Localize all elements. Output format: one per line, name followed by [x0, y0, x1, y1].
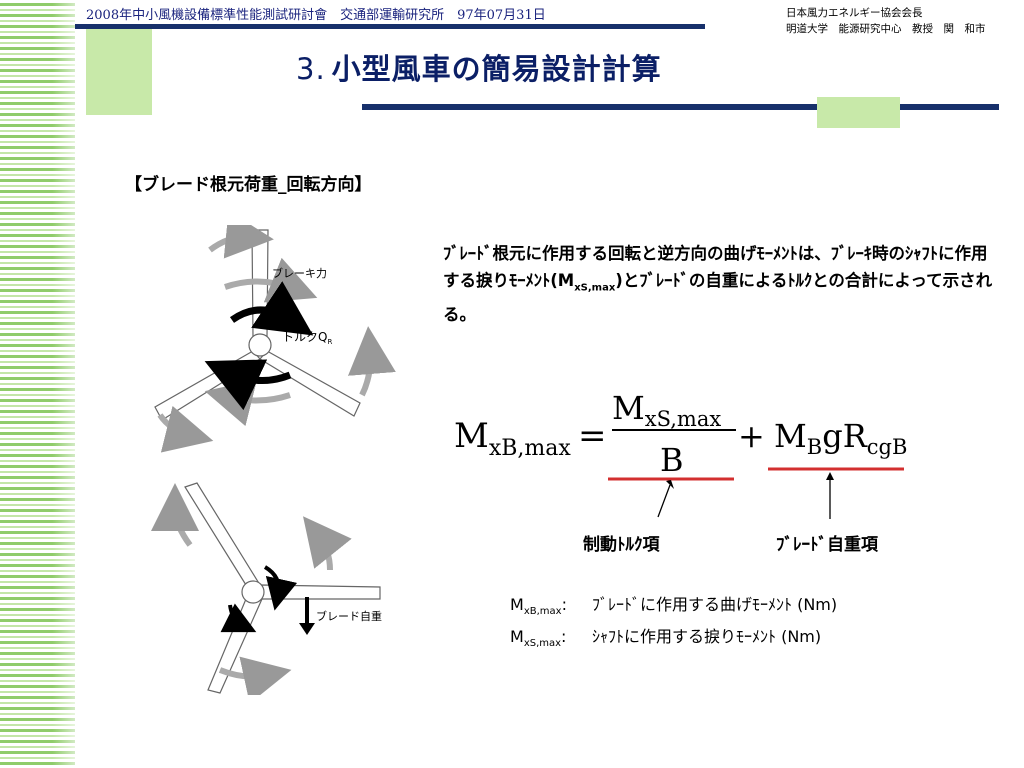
section-heading: 【ブレード根元荷重_回転方向】 [125, 175, 372, 195]
bottom-rotor [184, 482, 381, 694]
top-blade-left [154, 350, 261, 421]
rotation-arrow-icon [218, 656, 292, 695]
header-author-line1: 日本風力エネルギー協会会長 [786, 7, 923, 19]
weight-arrow-head-icon [299, 623, 315, 635]
top-rotor [154, 229, 361, 421]
header-author-line2: 明道大学 能源研究中心 教授 関 和市 [786, 23, 986, 35]
formula-lhs: MxB,max [454, 416, 571, 461]
header-event-info: 2008年中小風機設備標準性能測試研討會 交通部運輸研究所 97年07月31日 [86, 8, 546, 23]
torque-arrow-icon [220, 603, 257, 633]
rotation-arrow-icon [151, 483, 200, 547]
formula-numerator: MxS,max [612, 389, 721, 431]
brake-term-label: 制動ﾄﾙｸ項 [583, 535, 660, 555]
rotation-arrow-icon [208, 225, 274, 259]
formula-denominator: B [660, 441, 684, 479]
description-text: ﾌﾞﾚｰﾄﾞ根元に作用する回転と逆方向の曲げﾓｰﾒﾝﾄは、ﾌﾞﾚｰｷ時のｼｬﾌﾄ… [443, 240, 1003, 328]
legend-symbol: MxS,max: [510, 627, 567, 650]
top-hub [248, 333, 272, 357]
bottom-blade-up [184, 482, 262, 586]
brake-force-label: ブレーキ力 [272, 266, 327, 280]
desc-part1: ﾌﾞﾚｰﾄﾞ根元に作用する回転と逆方向の曲げﾓｰﾒﾝﾄは、ﾌﾞﾚｰｷ時のｼｬﾌﾄ… [443, 244, 988, 290]
desc-part2: )とﾌﾞﾚｰﾄﾞの自重によるﾄﾙｸとの合計によって示される。 [443, 271, 993, 325]
torque-arrow-icon [263, 565, 298, 611]
title-rule [362, 104, 999, 110]
pointer-arrow-icon [826, 472, 834, 480]
weight-term-label: ﾌﾞﾚｰﾄﾞ自重項 [776, 535, 878, 555]
term2-r-sub: cgB [867, 435, 908, 459]
legend-text: ﾌﾞﾚｰﾄﾞに作用する曲げﾓｰﾒﾝﾄ (Nm) [592, 595, 838, 614]
torque-arrow-icon [229, 281, 314, 336]
torque-label-main: トルクQ [282, 330, 327, 344]
torque-label-sub: R [327, 338, 332, 346]
torque-label: トルクQR [282, 330, 332, 346]
slide-title: 3.小型風車の簡易設計計算 [296, 46, 662, 88]
pointer-arrow-icon [666, 480, 674, 489]
term2-r: R [843, 417, 868, 455]
legend-symbol: MxB,max: [510, 595, 567, 618]
symbol-legend: MxB,max: ﾌﾞﾚｰﾄﾞに作用する曲げﾓｰﾒﾝﾄ (Nm) MxS,max:… [510, 592, 837, 656]
rotation-arrow-icon [303, 516, 352, 571]
rotation-arrow-icon [347, 326, 396, 397]
legend-text: ｼｬﾌﾄに作用する捩りﾓｰﾒﾝﾄ (Nm) [592, 627, 822, 647]
decor-green-box-right [817, 97, 900, 128]
bottom-hub [241, 580, 265, 604]
decor-green-box [86, 29, 152, 115]
term2-m: M [774, 417, 807, 455]
top-blade-right [259, 350, 361, 417]
formula-equals: = [578, 416, 607, 456]
stripes-fade [0, 0, 75, 768]
formula-plus: + [738, 417, 765, 455]
title-text: 小型風車の簡易設計計算 [331, 52, 662, 86]
legend-item: MxB,max: ﾌﾞﾚｰﾄﾞに作用する曲げﾓｰﾒﾝﾄ (Nm) [510, 592, 837, 624]
formula-lhs-m: M [454, 416, 489, 456]
formula-num-sub: xS,max [645, 407, 722, 431]
pointer-line-brake [657, 484, 671, 518]
torque-arrow-icon [204, 359, 292, 411]
rotation-arrow-icon [204, 379, 291, 427]
formula-lhs-sub: xB,max [489, 436, 572, 461]
title-number: 3. [296, 52, 326, 86]
rotation-arrow-icon [157, 405, 214, 453]
rotor-diagram: ブレーキ力 トルクQR ブレード自重 [151, 225, 396, 695]
formula-num-m: M [612, 389, 645, 427]
header-author: 日本風力エネルギー協会会長 明道大学 能源研究中心 教授 関 和市 [786, 5, 986, 37]
formula-term2: MBgRcgB [774, 417, 907, 459]
term2-g: g [822, 417, 842, 455]
blade-weight-label: ブレード自重 [316, 609, 382, 623]
legend-item: MxS,max: ｼｬﾌﾄに作用する捩りﾓｰﾒﾝﾄ (Nm) [510, 624, 837, 656]
desc-sub: xS,max [574, 282, 616, 294]
moment-formula: MxB,max = MxS,max B + MBgRcgB [454, 389, 907, 519]
header-rule [75, 24, 705, 29]
term2-m-sub: B [807, 435, 822, 459]
